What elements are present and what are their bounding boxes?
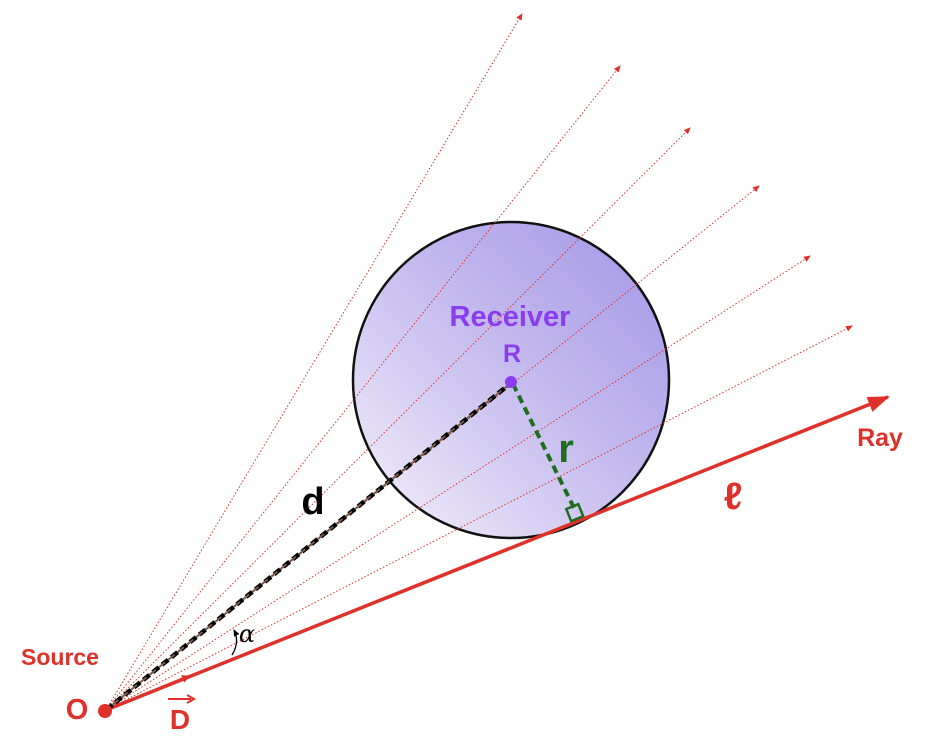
main-ray: [105, 395, 890, 712]
fan-ray-2: [105, 65, 621, 711]
angle-label: α: [239, 620, 255, 648]
source-point: [98, 704, 112, 718]
right-angle-icon: [564, 502, 585, 523]
radius-line: [511, 383, 578, 513]
direction-label: D: [170, 704, 190, 735]
distance-line-overlay: [105, 382, 512, 711]
receiver-point-label: R: [503, 340, 521, 368]
fan-ray-4: [105, 185, 760, 711]
source-label: Source: [21, 644, 99, 670]
fan-ray-1: [105, 13, 523, 711]
ray-param-label: ℓ: [724, 476, 743, 518]
vector-overline-icon: [168, 694, 197, 704]
fan-ray-3: [105, 127, 691, 711]
receiver-center-point: [505, 376, 517, 388]
right-arrow-icon: [159, 674, 191, 690]
ray-label: Ray: [857, 424, 903, 452]
receiver-label: Receiver: [450, 301, 571, 333]
radius-label: r: [558, 427, 574, 471]
distance-label: d: [301, 481, 324, 523]
origin-label: O: [66, 694, 89, 726]
angle-arc-icon: [231, 629, 240, 656]
ray-fan: [105, 13, 853, 711]
